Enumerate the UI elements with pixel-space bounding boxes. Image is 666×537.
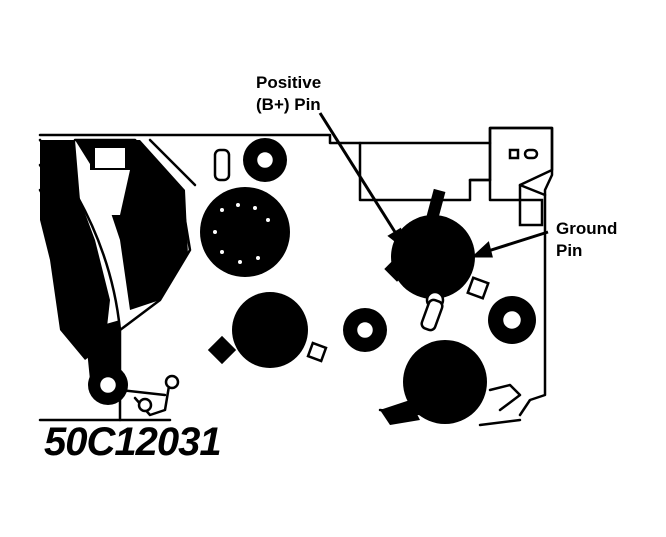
part-number: 50C12031 xyxy=(44,420,222,464)
positive-pin-arrow xyxy=(318,112,407,251)
ground-pin-label-line2: Pin xyxy=(556,241,583,260)
connector-housing xyxy=(488,126,554,202)
ground-pin-label: Ground Pin xyxy=(556,218,617,262)
socket-bottom-right xyxy=(403,340,487,424)
positive-pin-label-line1: Positive xyxy=(256,73,322,92)
positive-pin-label-line2: (B+) Pin xyxy=(256,95,321,114)
socket-center-right xyxy=(391,215,475,299)
ground-pin-label-line1: Ground xyxy=(556,219,618,238)
socket-mid-left xyxy=(232,292,308,368)
left-mechanism xyxy=(40,140,110,360)
positive-pin-label: Positive (B+) Pin xyxy=(256,72,321,116)
ground-pin-arrow xyxy=(471,230,549,258)
